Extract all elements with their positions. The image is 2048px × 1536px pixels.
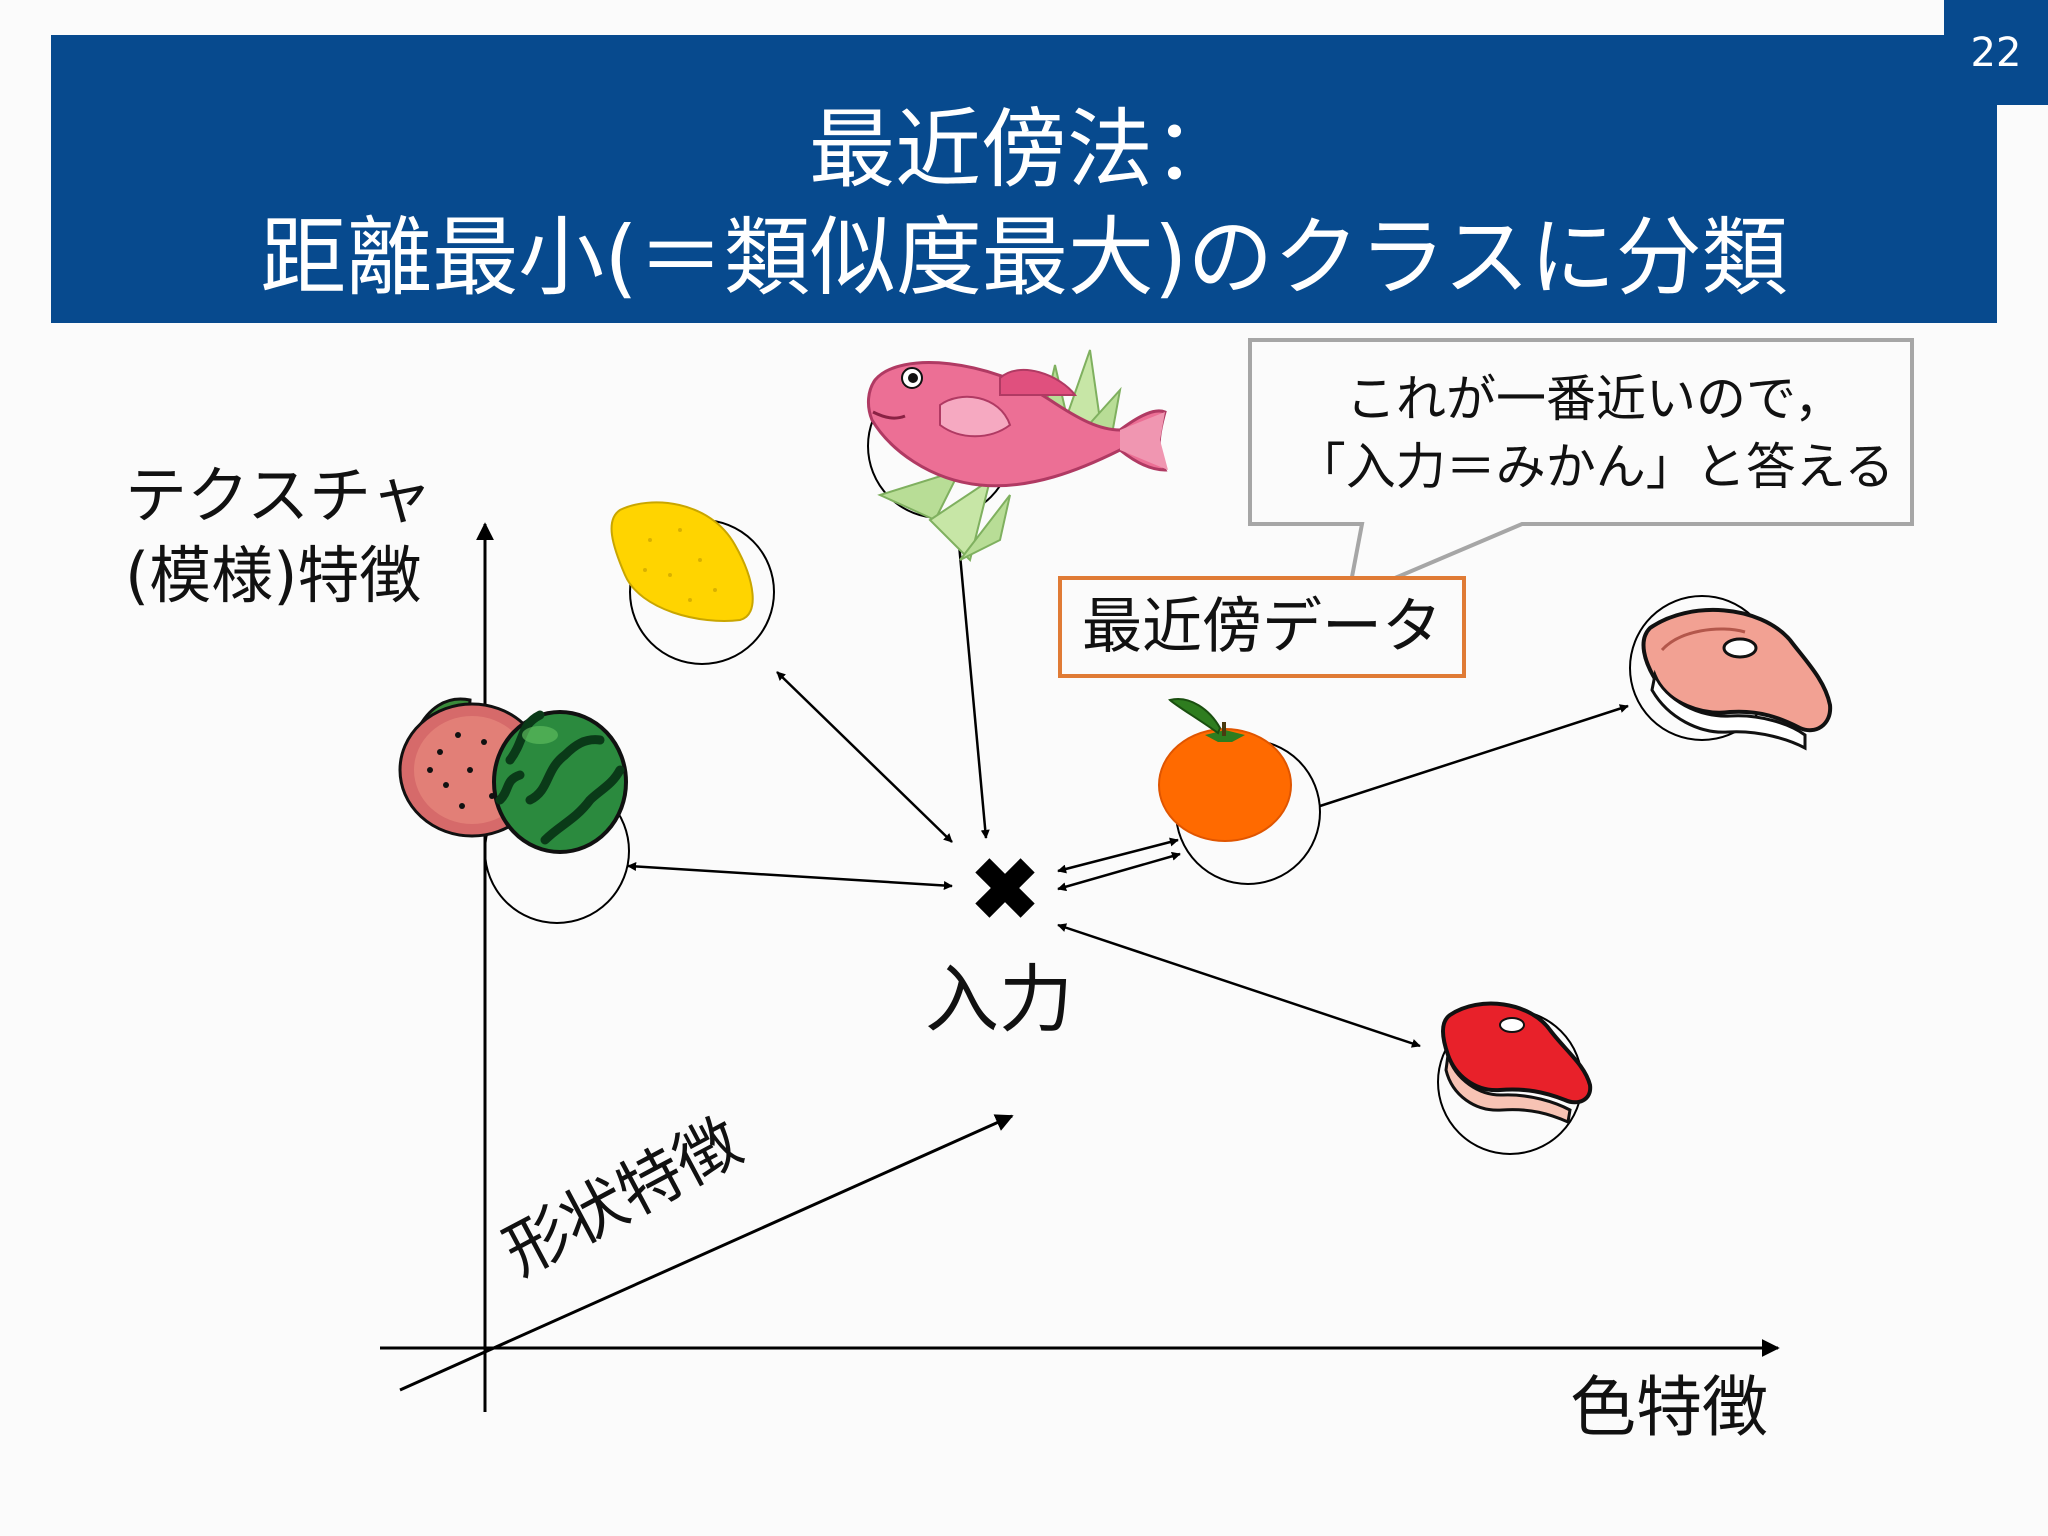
z-axis [399, 1114, 1014, 1392]
watermelon-icon [398, 697, 628, 854]
x-axis-label: 色特徴 [1570, 1369, 1768, 1446]
distance-arrow-fish [954, 532, 990, 839]
orange-icon [1158, 698, 1292, 842]
callout-bubble [1248, 338, 1914, 602]
lemon-icon [610, 501, 754, 622]
callout-line2: 「入力＝みかん」と答える [1295, 438, 1895, 496]
distance-arrow-orange-2 [1057, 851, 1181, 892]
callout-text: これが一番近いので， 「入力＝みかん」と答える [1255, 365, 1935, 501]
callout-line1: これが一番近いので， [1346, 370, 1844, 428]
distance-arrow-raw-steak [1319, 704, 1629, 808]
distance-arrow-red-meat [1057, 923, 1421, 1048]
y-axis-label-line1: テクスチャ [125, 459, 433, 532]
input-cross-icon [975, 858, 1035, 918]
raw-steak-icon [1641, 608, 1833, 751]
input-label: 入力 [925, 957, 1073, 1043]
y-axis-label-line2: (模様)特徴 [125, 539, 422, 612]
distance-arrow-orange-1 [1057, 837, 1179, 874]
slide-title-line1: 最近傍法： [809, 100, 1239, 200]
slide-header: 最近傍法： 距離最小(＝類似度最大)のクラスに分類 [51, 35, 1997, 323]
fish-icon [866, 349, 1168, 562]
distance-arrow-watermelon [627, 862, 953, 890]
slide-title-line2: 距離最小(＝類似度最大)のクラスに分類 [260, 208, 1788, 308]
page-number: 22 [1970, 30, 2022, 76]
distance-arrow-lemon [776, 671, 953, 843]
nearest-data-label: 最近傍データ [1058, 576, 1466, 678]
red-meat-icon [1441, 1001, 1593, 1125]
page-number-box: 22 [1944, 0, 2048, 105]
